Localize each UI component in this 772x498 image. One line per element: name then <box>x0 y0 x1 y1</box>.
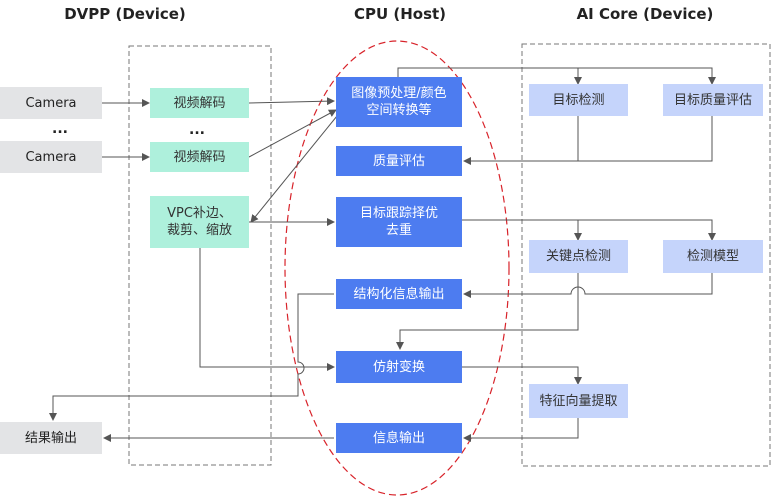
video-decode-2: 视频解码 <box>150 142 249 172</box>
cpu-region-ellipse <box>284 40 510 496</box>
vpc-label-line2: 裁剪、缩放 <box>166 223 232 238</box>
arrow-feature-infooutput <box>463 418 579 442</box>
tracking-label-line1: 目标跟踪择优 <box>359 206 438 221</box>
arrow-detectmodel-structoutput <box>463 273 713 298</box>
image-preprocess: 图像预处理/颜色 空间转换等 <box>336 77 462 127</box>
camera-ellipsis: ... <box>52 121 68 137</box>
arrow-keypoint-affine <box>396 273 579 350</box>
arrow-decode1-preprocess <box>248 97 335 106</box>
camera-1: Camera <box>0 87 102 119</box>
header-cpu: CPU (Host) <box>353 5 447 23</box>
info-output: 信息输出 <box>336 423 462 453</box>
keypoint-detection: 关键点检测 <box>529 240 628 273</box>
vpc-label-line1: VPC补边、 <box>167 206 232 221</box>
arrow-preprocess-vpc <box>250 115 338 223</box>
structured-info-output: 结构化信息输出 <box>336 279 462 309</box>
target-detection: 目标检测 <box>529 84 628 116</box>
arrow-tracking-detectmodel <box>578 219 716 241</box>
arrow-preprocess-qualitymodel <box>578 67 716 85</box>
arrow-vpc-affine <box>199 248 335 371</box>
header-dvpp: DVPP (Device) <box>64 5 186 23</box>
detection-model: 检测模型 <box>663 240 763 273</box>
arrow-affine-feature <box>462 366 582 385</box>
camera-2: Camera <box>0 141 102 173</box>
dvpp-region <box>128 45 272 466</box>
decode-ellipsis: ... <box>189 122 205 138</box>
target-tracking-dedup: 目标跟踪择优 去重 <box>336 197 462 247</box>
arrow-preprocess-detection <box>397 67 582 85</box>
target-quality-eval-model: 目标质量评估 <box>663 84 763 116</box>
header-aicore: AI Core (Device) <box>576 5 714 23</box>
preprocess-label-line1: 图像预处理/颜色 <box>351 86 447 101</box>
arrow-detection-qualityeval <box>463 115 579 165</box>
vpc-pad-crop-resize: VPC补边、 裁剪、缩放 <box>150 196 249 248</box>
affine-transform: 仿射变换 <box>336 351 462 383</box>
feature-vector-extraction: 特征向量提取 <box>529 384 628 418</box>
quality-evaluation: 质量评估 <box>336 146 462 176</box>
preprocess-label-line2: 空间转换等 <box>366 103 432 118</box>
arrow-structoutput-result <box>49 293 334 421</box>
arrow-qualitymodel-qualityeval <box>578 115 713 162</box>
tracking-label-line2: 去重 <box>385 223 412 238</box>
result-output: 结果输出 <box>0 422 102 454</box>
arrow-tracking-keypoint <box>462 219 582 241</box>
video-decode-1: 视频解码 <box>150 88 249 118</box>
arrow-decode2-preprocess <box>248 109 337 158</box>
aicore-region <box>521 43 771 467</box>
